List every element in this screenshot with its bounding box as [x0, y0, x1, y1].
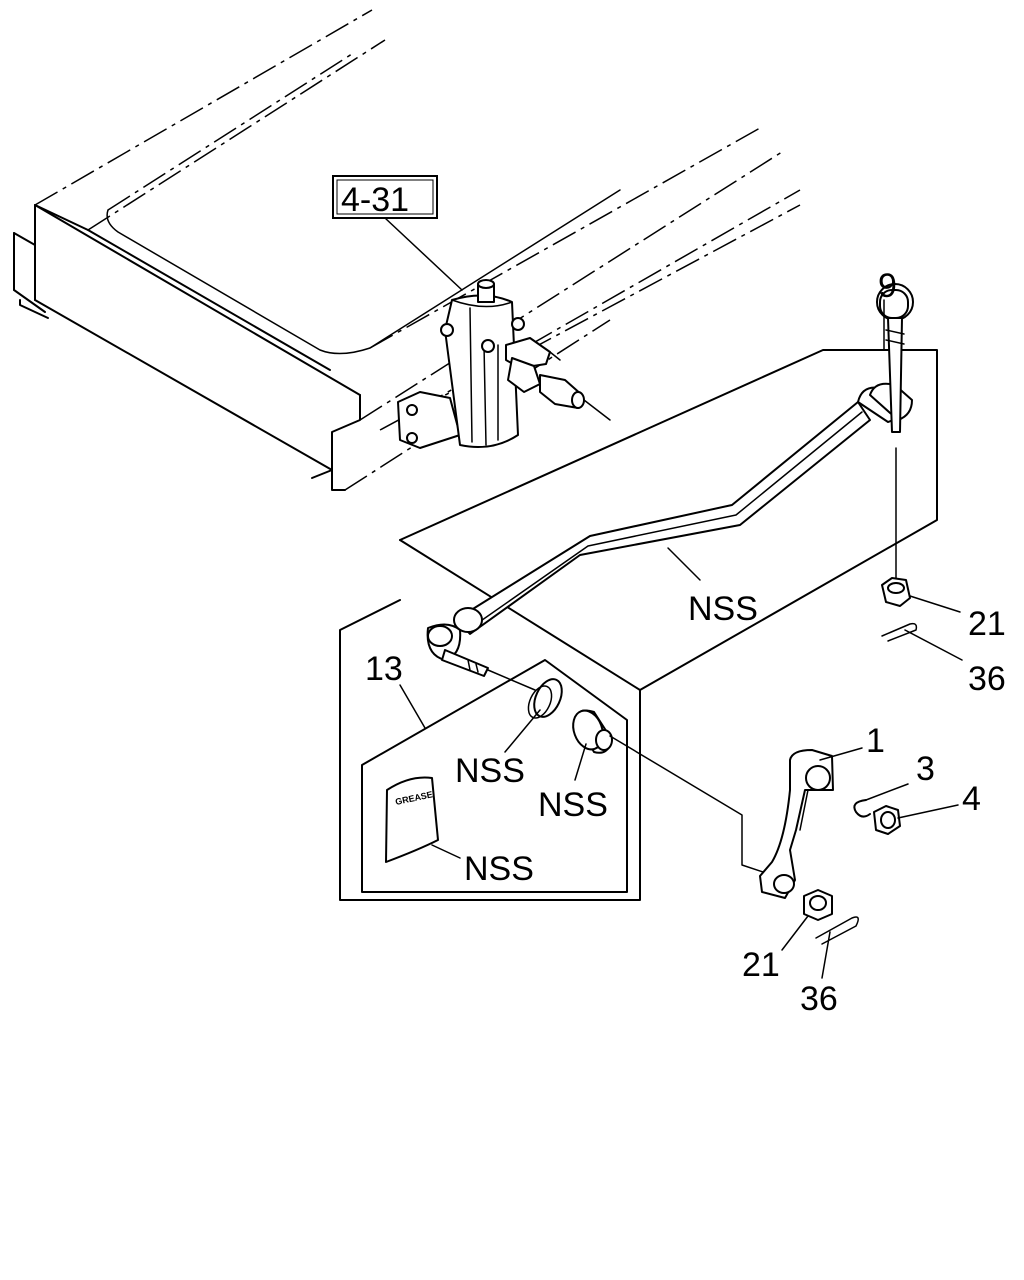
callout-kit: 13	[365, 650, 403, 688]
tie-rod-assembly-outline	[339, 349, 938, 901]
callout-tie-rod-nss: NSS	[688, 590, 758, 628]
callout-nut: 4	[962, 780, 981, 818]
callout-tie-rod-assembly: 9	[878, 267, 897, 305]
hardware	[803, 577, 918, 945]
steering-gear	[397, 279, 611, 449]
pitman-arm	[609, 735, 834, 899]
callout-kit-ring: NSS	[455, 752, 525, 790]
frame-rail	[13, 9, 801, 491]
callout-kit-seal: NSS	[538, 786, 608, 824]
callout-clip: 3	[916, 750, 935, 788]
kit-outline: GREASE	[361, 659, 628, 893]
reference-box: 4-31	[332, 175, 463, 291]
callout-pin-top: 36	[968, 660, 1006, 698]
tie-rod	[426, 283, 914, 677]
callout-pin-lower: 36	[800, 980, 838, 1018]
callout-nut-top: 21	[968, 605, 1006, 643]
leader-lines	[399, 299, 963, 979]
callout-kit-grease: NSS	[464, 850, 534, 888]
callout-arm: 1	[866, 722, 885, 760]
reference-label: 4-31	[341, 181, 409, 219]
callout-nut-lower: 21	[742, 946, 780, 984]
callouts: 9 NSS 21 36 13 NSS NSS NSS 1 3 4 21 36	[365, 267, 1006, 1018]
